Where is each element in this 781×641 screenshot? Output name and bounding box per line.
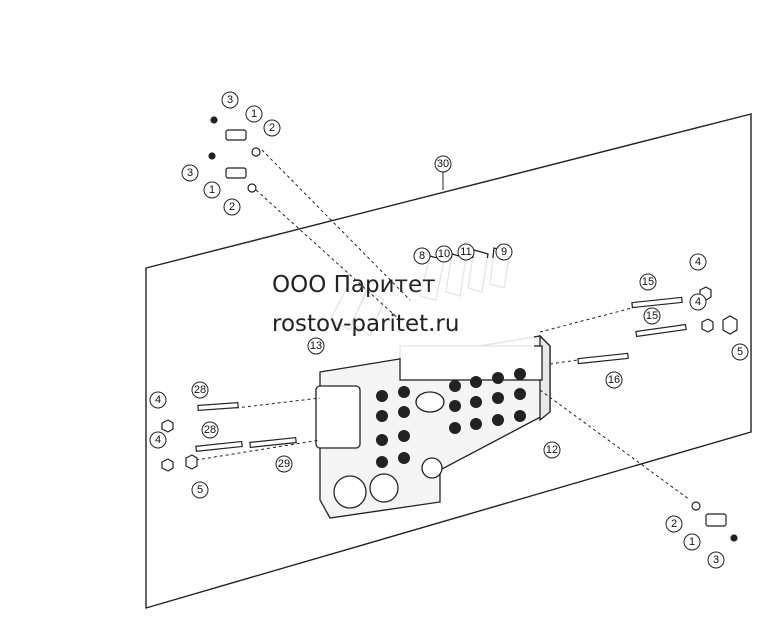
callout-1-c: 1 — [689, 536, 695, 548]
fitting-lower-right — [691, 501, 738, 542]
callout-4-r2: 4 — [695, 296, 701, 308]
callout-4-r1: 4 — [695, 256, 701, 268]
callout-8: 8 — [419, 250, 425, 262]
tie-rods — [195, 296, 687, 452]
callout-10: 10 — [438, 248, 450, 260]
callout-12: 12 — [546, 444, 558, 456]
callout-3-c: 3 — [713, 554, 719, 566]
callout-15-a: 15 — [642, 276, 654, 288]
callout-9: 9 — [501, 246, 507, 258]
callout-30: 30 — [437, 158, 449, 170]
valve-ports — [376, 368, 526, 468]
fitting-upper-left-1 — [210, 116, 261, 157]
callout-1-a: 1 — [251, 108, 257, 120]
callout-5-l: 5 — [197, 484, 203, 496]
callout-4-l2: 4 — [155, 434, 161, 446]
watermark-url: rostov-paritet.ru — [272, 311, 460, 337]
callout-2-b: 2 — [229, 201, 235, 213]
fitting-upper-left-2 — [208, 152, 257, 193]
nuts — [161, 286, 738, 472]
callout-2-c: 2 — [671, 518, 677, 530]
callout-15-b: 15 — [646, 310, 658, 322]
assembly-lines — [195, 149, 691, 501]
callout-1-b: 1 — [209, 184, 215, 196]
callout-4-l1: 4 — [155, 394, 161, 406]
callout-29: 29 — [278, 458, 290, 470]
callout-11: 11 — [460, 246, 471, 258]
mounting-plate — [145, 113, 752, 609]
callout-5-r: 5 — [737, 346, 743, 358]
callout-bubbles — [149, 91, 749, 569]
callout-16: 16 — [608, 374, 620, 386]
callout-28-a: 28 — [194, 384, 206, 396]
watermark-company: ООО Паритет — [272, 272, 436, 298]
callout-13: 13 — [310, 340, 322, 352]
callout-3-b: 3 — [187, 167, 193, 179]
callout-28-b: 28 — [204, 424, 216, 436]
callout-3-a: 3 — [227, 94, 233, 106]
callout-2-a: 2 — [269, 122, 275, 134]
